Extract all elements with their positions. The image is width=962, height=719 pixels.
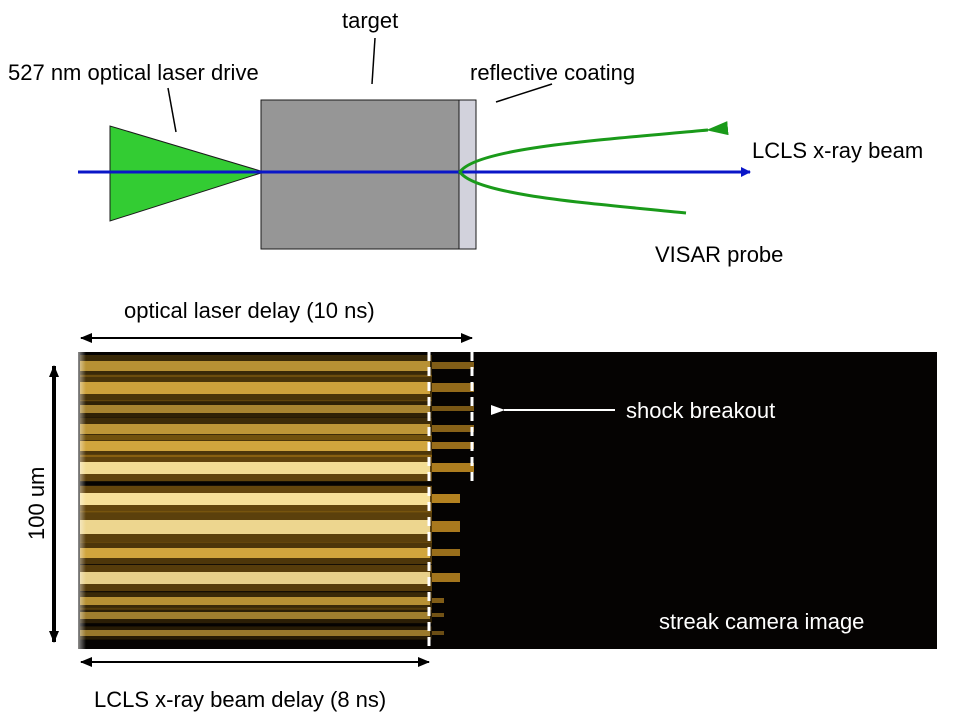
fringe-core [80, 630, 430, 636]
fringe-core [80, 424, 430, 434]
fringe-core [80, 548, 430, 558]
fringe-breakout-segment [432, 549, 460, 556]
fringe-breakout-segment [432, 613, 444, 617]
label-streak-camera: streak camera image [659, 609, 864, 634]
fringe-core [80, 612, 430, 619]
fringe-core [80, 520, 430, 534]
target-block [260, 99, 460, 250]
fringe-breakout-segment [432, 442, 474, 449]
label-xray-beam: LCLS x-ray beam [752, 138, 923, 163]
fringe-breakout-segment [432, 521, 460, 532]
fringe-breakout-segment [432, 494, 460, 503]
fringe-breakout-segment [432, 573, 460, 582]
streak-camera-image [78, 352, 937, 649]
coating-leader [495, 83, 553, 103]
label-visar-probe: VISAR probe [655, 242, 783, 267]
label-xray-delay: LCLS x-ray beam delay (8 ns) [94, 687, 386, 712]
target-leader [371, 37, 376, 85]
fringe-core [80, 462, 430, 474]
fringe-breakout-segment [432, 631, 444, 635]
fringe-breakout-segment [432, 425, 474, 432]
fringe-breakout-segment [432, 598, 444, 603]
fringe-core [80, 361, 430, 371]
fringe-core [80, 405, 430, 413]
label-reflective-coating: reflective coating [470, 60, 635, 85]
fringe-breakout-segment [432, 362, 474, 369]
fringe-breakout-segment [432, 406, 474, 411]
fringe-core [80, 382, 430, 394]
label-laser-drive: 527 nm optical laser drive [8, 60, 259, 85]
fringe-core [80, 572, 430, 584]
fringe-core [80, 441, 430, 451]
fringe-core [80, 597, 430, 605]
label-scale: 100 um [24, 467, 49, 540]
label-target: target [342, 8, 398, 33]
label-optical-delay: optical laser delay (10 ns) [124, 298, 375, 323]
reflective-coating-layer [458, 99, 477, 250]
fringe-core [80, 493, 430, 505]
laser-drive-leader [167, 87, 177, 133]
visar-probe-path [458, 121, 729, 215]
fringe-breakout-segment [432, 463, 474, 472]
fringe-breakout-segment [432, 383, 474, 392]
label-shock-breakout: shock breakout [626, 398, 775, 423]
